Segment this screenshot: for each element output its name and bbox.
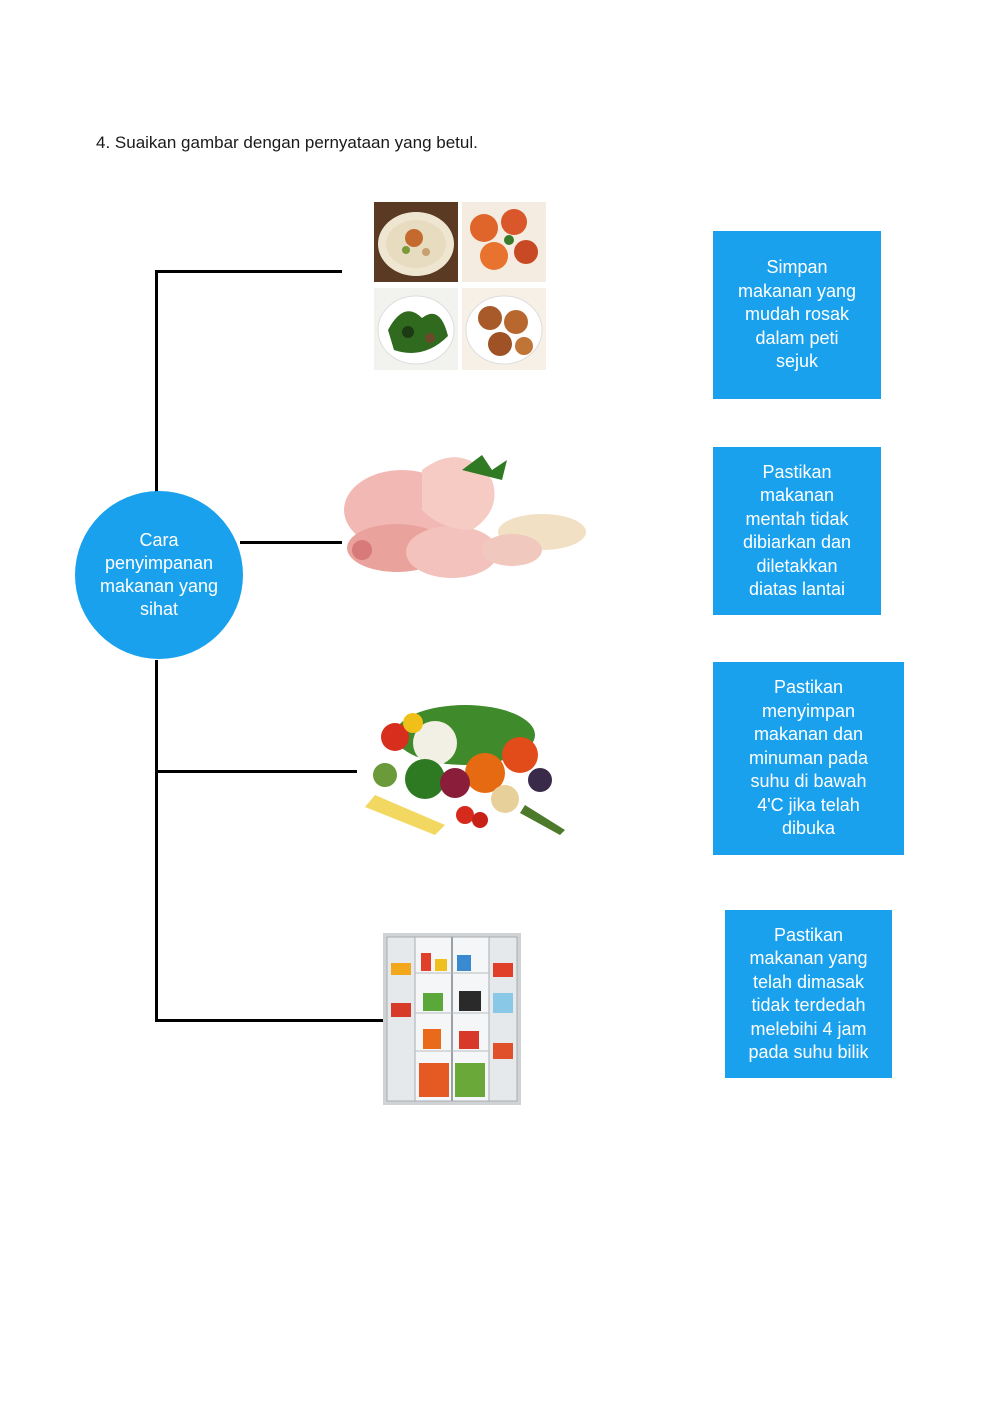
porridge-icon [374, 202, 458, 282]
statement-card-1[interactable]: Simpan makanan yang mudah rosak dalam pe… [713, 231, 881, 399]
connector-vertical-bottom [155, 660, 158, 1022]
connector-branch-3 [155, 770, 357, 773]
shrimp-dish-icon [462, 202, 546, 282]
statement-card-4[interactable]: Pastikan makanan yang telah dimasak tida… [725, 910, 892, 1078]
question-title: 4. Suaikan gambar dengan pernyataan yang… [96, 133, 478, 152]
refrigerator-image[interactable] [383, 933, 521, 1105]
vegetables-image[interactable] [355, 695, 575, 840]
connector-vertical-top [155, 270, 158, 492]
vegetable-dish-icon [374, 288, 458, 370]
cooked-food-image[interactable] [374, 200, 546, 372]
raw-chicken-image[interactable] [342, 440, 592, 585]
connector-branch-2 [240, 541, 342, 544]
connector-branch-1 [155, 270, 342, 273]
center-topic-circle: Cara penyimpanan makanan yang sihat [75, 491, 243, 659]
statement-card-2[interactable]: Pastikan makanan mentah tidak dibiarkan … [713, 447, 881, 615]
fried-chicken-dish-icon [462, 288, 546, 370]
connector-branch-4 [155, 1019, 385, 1022]
statement-card-3[interactable]: Pastikan menyimpan makanan dan minuman p… [713, 662, 904, 855]
